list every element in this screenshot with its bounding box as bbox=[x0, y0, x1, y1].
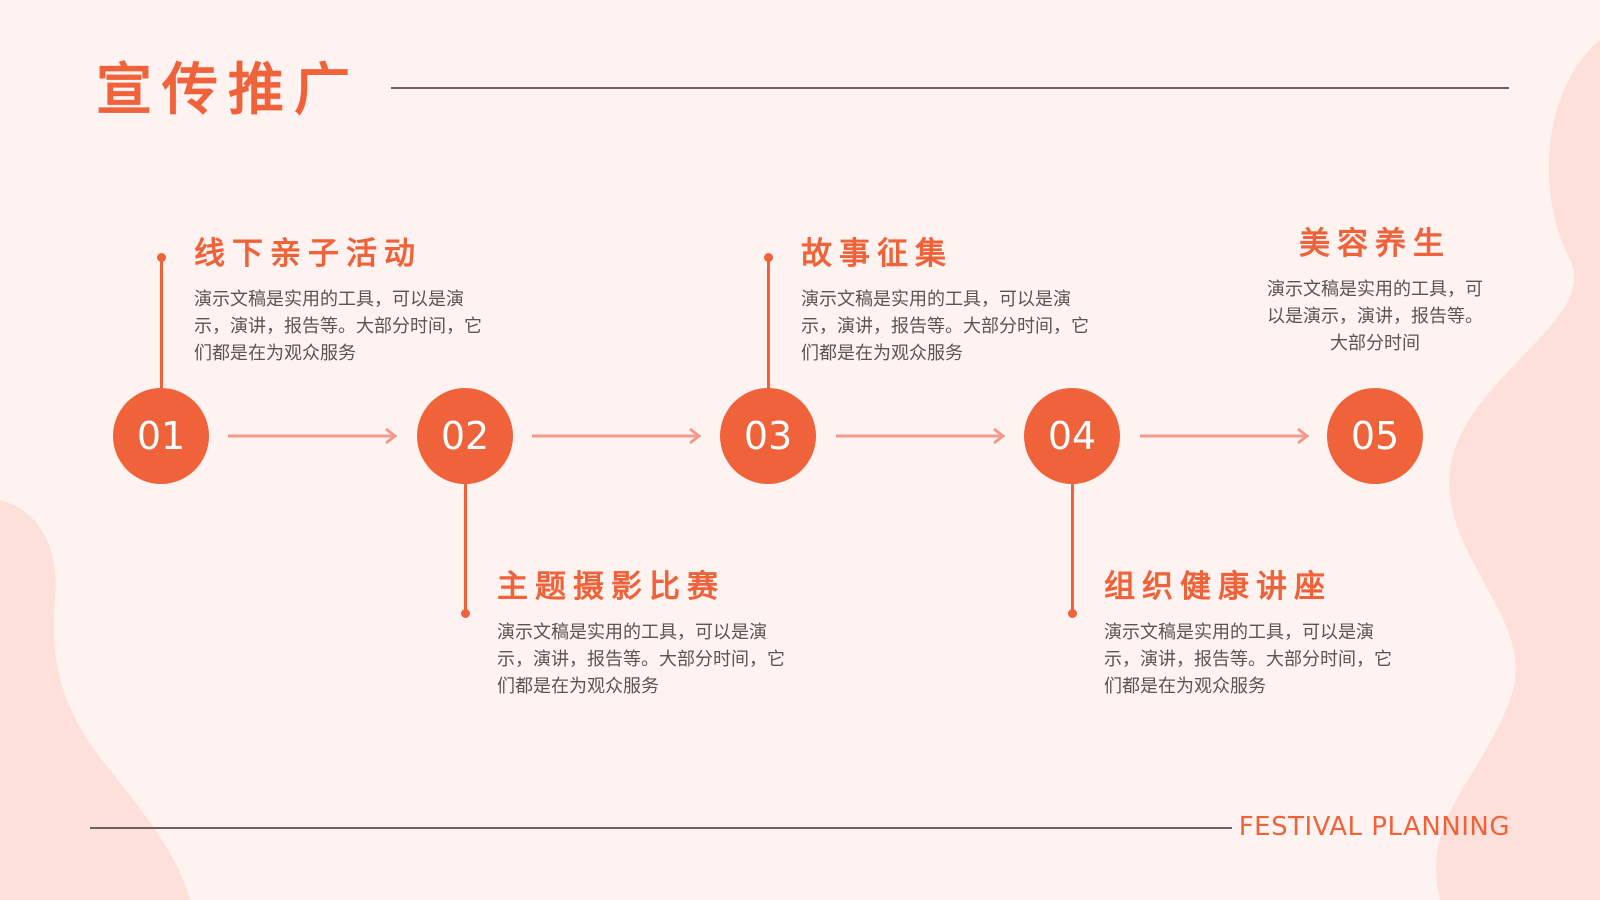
connector-line-03 bbox=[767, 257, 770, 392]
step-badge-03: 03 bbox=[720, 388, 816, 484]
step-desc-04: 演示文稿是实用的工具，可以是演示，演讲，报告等。大部分时间，它们都是在为观众服务 bbox=[1104, 622, 1392, 697]
step-desc-05: 演示文稿是实用的工具，可以是演示，演讲，报告等。大部分时间 bbox=[1267, 279, 1483, 354]
step-title-02: 主题摄影比赛 bbox=[497, 569, 725, 605]
connector-line-04 bbox=[1071, 480, 1074, 613]
arrow-01-02 bbox=[228, 427, 398, 445]
connector-line-02 bbox=[464, 480, 467, 613]
page-title: 宣传推广 bbox=[96, 58, 360, 123]
step-card-04: 组织健康讲座 演示文稿是实用的工具，可以是演示，演讲，报告等。大部分时间，它们都… bbox=[1104, 567, 1404, 700]
header-divider bbox=[391, 87, 1509, 89]
step-title-01: 线下亲子活动 bbox=[194, 236, 422, 272]
step-badge-02: 02 bbox=[417, 388, 513, 484]
step-card-03: 故事征集 演示文稿是实用的工具，可以是演示，演讲，报告等。大部分时间，它们都是在… bbox=[801, 234, 1101, 367]
background-blob-left bbox=[0, 500, 190, 900]
background-blob-right bbox=[1436, 40, 1600, 900]
step-card-05: 美容养生 演示文稿是实用的工具，可以是演示，演讲，报告等。大部分时间 bbox=[1259, 224, 1491, 357]
footer-divider bbox=[90, 827, 1232, 829]
step-badge-05: 05 bbox=[1327, 388, 1423, 484]
arrow-04-05 bbox=[1140, 427, 1310, 445]
step-badge-01: 01 bbox=[113, 388, 209, 484]
connector-dot-02 bbox=[461, 609, 470, 618]
step-desc-03: 演示文稿是实用的工具，可以是演示，演讲，报告等。大部分时间，它们都是在为观众服务 bbox=[801, 289, 1089, 364]
arrow-02-03 bbox=[532, 427, 702, 445]
arrow-03-04 bbox=[836, 427, 1006, 445]
step-desc-02: 演示文稿是实用的工具，可以是演示，演讲，报告等。大部分时间，它们都是在为观众服务 bbox=[497, 622, 785, 697]
step-title-03: 故事征集 bbox=[801, 236, 953, 272]
step-title-04: 组织健康讲座 bbox=[1104, 569, 1332, 605]
step-badge-04: 04 bbox=[1024, 388, 1120, 484]
step-card-02: 主题摄影比赛 演示文稿是实用的工具，可以是演示，演讲，报告等。大部分时间，它们都… bbox=[497, 567, 797, 700]
step-desc-01: 演示文稿是实用的工具，可以是演示，演讲，报告等。大部分时间，它们都是在为观众服务 bbox=[194, 289, 482, 364]
step-title-05: 美容养生 bbox=[1299, 226, 1451, 262]
connector-dot-04 bbox=[1068, 609, 1077, 618]
connector-line-01 bbox=[160, 257, 163, 392]
footer-label: FESTIVAL PLANNING bbox=[1238, 812, 1510, 842]
step-card-01: 线下亲子活动 演示文稿是实用的工具，可以是演示，演讲，报告等。大部分时间，它们都… bbox=[194, 234, 494, 367]
